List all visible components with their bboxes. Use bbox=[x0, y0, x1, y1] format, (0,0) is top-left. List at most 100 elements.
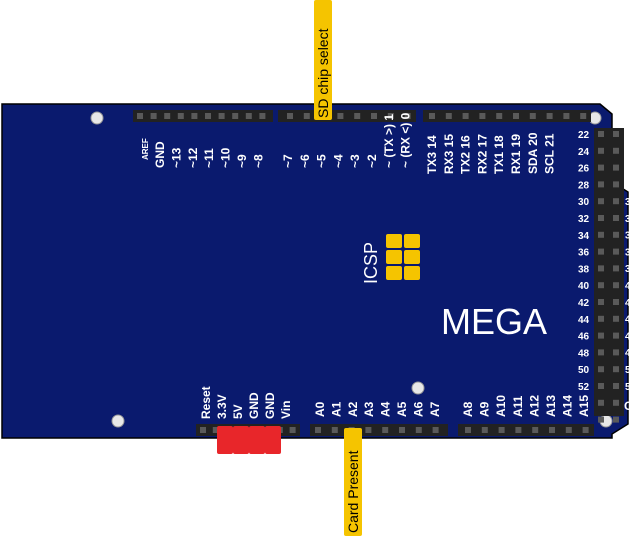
header-pin bbox=[598, 416, 604, 423]
header-right-double bbox=[594, 128, 624, 423]
header-pin bbox=[598, 231, 604, 238]
header-pin bbox=[177, 113, 184, 119]
header-pin bbox=[613, 181, 619, 188]
pin-label: ~12 bbox=[186, 147, 200, 168]
header-pin bbox=[598, 399, 604, 406]
pin-label: ~8 bbox=[251, 154, 265, 168]
pin-label: A5 bbox=[395, 401, 409, 417]
header-pin bbox=[218, 113, 225, 119]
pin-label: ~ (RX <) 0 bbox=[399, 112, 413, 168]
pin-label: A3 bbox=[362, 401, 376, 417]
pin-label: 3.3V bbox=[215, 394, 229, 419]
power-pin-highlight bbox=[233, 426, 249, 454]
pin-label: 48 bbox=[578, 348, 590, 359]
pin-label: SDA 20 bbox=[526, 132, 540, 174]
pin-label: 45 bbox=[625, 315, 637, 326]
pin-label: ~2 bbox=[365, 154, 379, 168]
header-pin bbox=[432, 427, 439, 433]
pin-label: ~11 bbox=[202, 148, 216, 168]
pin-label: Vin bbox=[279, 401, 293, 419]
pcb-board bbox=[1, 103, 629, 439]
pin-label: 52 bbox=[578, 382, 590, 393]
power-pin-highlight bbox=[217, 426, 233, 454]
board-name: MEGA bbox=[441, 301, 547, 342]
header-pin bbox=[232, 113, 239, 119]
pin-label: 49 bbox=[625, 348, 637, 359]
pin-label: 53 bbox=[625, 382, 637, 393]
pin-label: 30 bbox=[578, 197, 590, 208]
header-pin bbox=[613, 332, 619, 339]
header-pin bbox=[549, 427, 555, 433]
labels-top-mid: ~7~6~5~4~3~2~ (TX >) 1~ (RX <) 0 bbox=[281, 112, 413, 168]
header-pin bbox=[404, 113, 411, 119]
header-pin bbox=[613, 215, 619, 221]
header-pin bbox=[337, 113, 344, 119]
header-pin bbox=[287, 113, 293, 119]
pin-label: RX2 17 bbox=[475, 134, 489, 174]
header-body bbox=[278, 110, 416, 122]
header-body bbox=[594, 128, 624, 416]
header-body bbox=[458, 424, 594, 436]
pin-label: TX2 16 bbox=[459, 135, 473, 174]
pin-label: ~3 bbox=[348, 154, 362, 168]
header-pin bbox=[563, 113, 570, 119]
header-pin bbox=[529, 113, 536, 119]
pin-label: 43 bbox=[625, 298, 637, 309]
header-pin bbox=[212, 427, 219, 433]
header-pin bbox=[496, 113, 503, 119]
pin-label: ~9 bbox=[235, 154, 249, 168]
header-pin bbox=[598, 383, 604, 389]
power-pin-highlight bbox=[249, 426, 265, 454]
pin-label: A2 bbox=[346, 401, 360, 417]
pin-label: SCL 21 bbox=[543, 133, 557, 174]
pin-label: 34 bbox=[578, 231, 590, 242]
header-pin bbox=[598, 349, 604, 356]
callout-card-present: Card Present bbox=[344, 428, 362, 536]
header-pin bbox=[613, 299, 619, 305]
pin-label: 42 bbox=[578, 298, 590, 309]
pin-label: 36 bbox=[578, 248, 590, 259]
pin-label: A13 bbox=[544, 395, 558, 417]
header-pin bbox=[365, 427, 372, 433]
header-pin bbox=[415, 427, 422, 433]
callout-card-present-text: Card Present bbox=[345, 450, 361, 533]
header-pin bbox=[137, 113, 143, 119]
pin-label: A14 bbox=[561, 395, 575, 417]
callout-sd-chip-select-text: SD chip select bbox=[315, 28, 331, 118]
pin-label: AREF bbox=[141, 138, 150, 160]
header-pin bbox=[613, 147, 619, 154]
pin-label: 41 bbox=[625, 281, 637, 292]
icsp-pads bbox=[386, 234, 420, 280]
header-pin bbox=[462, 113, 469, 119]
pin-label: A4 bbox=[379, 401, 393, 417]
pin-label: 26 bbox=[578, 164, 590, 175]
header-pin bbox=[598, 164, 604, 171]
pin-label: 39 bbox=[625, 264, 637, 275]
pin-label: GND bbox=[263, 392, 277, 419]
pin-label: GND bbox=[247, 392, 261, 419]
pin-label: A6 bbox=[411, 401, 425, 417]
header-pin bbox=[598, 215, 604, 221]
header-pin bbox=[580, 113, 587, 119]
header-pin bbox=[613, 248, 619, 255]
pin-label: Reset bbox=[199, 386, 213, 419]
header-pin bbox=[613, 366, 619, 373]
header-pin bbox=[598, 366, 604, 373]
header-pin bbox=[429, 113, 435, 119]
header-pin bbox=[191, 113, 198, 119]
power-pin-highlight bbox=[265, 426, 281, 454]
header-pin bbox=[613, 315, 619, 322]
header-pin bbox=[613, 282, 619, 289]
pin-label: 50 bbox=[578, 365, 590, 376]
pin-label: A8 bbox=[461, 401, 475, 417]
pin-label: 32 bbox=[578, 214, 590, 225]
header-pin bbox=[598, 181, 604, 188]
header-analog-a bbox=[310, 424, 448, 436]
pin-label: 46 bbox=[578, 332, 590, 343]
header-pin bbox=[481, 427, 488, 433]
pin-label: A12 bbox=[527, 395, 541, 417]
